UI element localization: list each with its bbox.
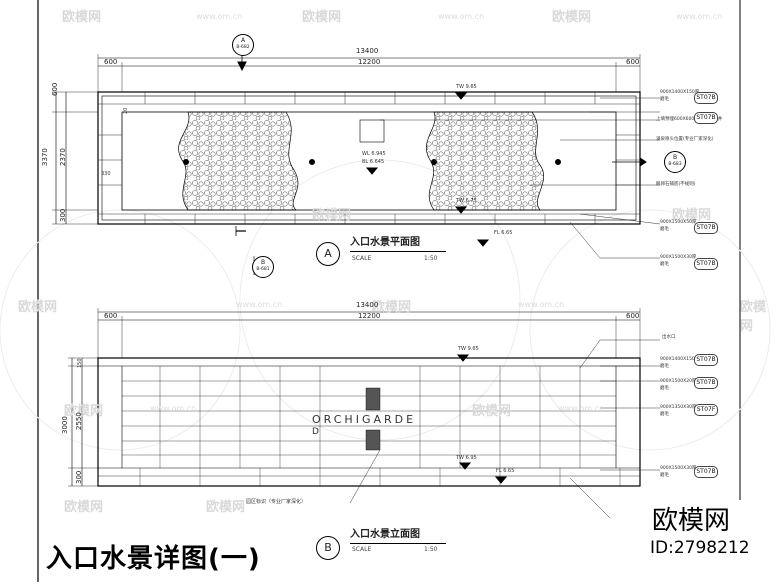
elev-dim-left: 600 bbox=[104, 312, 118, 320]
brand-name: 欧模网 bbox=[652, 506, 731, 536]
elev-view-title: 入口水景立面图 bbox=[350, 529, 420, 540]
plan-dim-h-total: 3370 bbox=[41, 148, 49, 166]
plan-note: 900X1500X50厚 bbox=[660, 220, 697, 225]
section-mark: B B-683 bbox=[664, 151, 686, 173]
material-tag: ST07B bbox=[694, 222, 718, 234]
pebble-zone-right bbox=[426, 111, 545, 211]
plan-dim-h-top: 600 bbox=[51, 82, 59, 96]
elev-note: 出水口 bbox=[662, 335, 676, 340]
elev-note: 磨毛 bbox=[660, 386, 669, 391]
plan-view-marker: A bbox=[316, 242, 340, 266]
material-tag: ST07B bbox=[694, 112, 718, 124]
section-mark: A B-682 bbox=[232, 34, 254, 56]
plan-dim-inner: 12200 bbox=[358, 58, 381, 66]
watermark-text: 欧模网 bbox=[62, 10, 102, 25]
watermark-url: www.om.cn bbox=[518, 300, 565, 309]
plan-scale-label: SCALE bbox=[352, 255, 372, 262]
watermark-text: 欧模网 bbox=[312, 208, 352, 223]
plan-level-bl: BL 6.645 bbox=[362, 159, 385, 165]
elev-note: 磨毛 bbox=[660, 473, 669, 478]
plan-title-underline bbox=[350, 251, 446, 252]
plan-note: 900X1400X150厚 bbox=[660, 90, 700, 95]
elev-dim-total: 13400 bbox=[356, 301, 379, 309]
signage-text: ORCHIGARDE bbox=[312, 413, 417, 426]
watermark-text: 欧模网 bbox=[302, 10, 342, 25]
plan-note: 900X1500X30厚 bbox=[660, 255, 697, 260]
plan-dim-h-mid: 2370 bbox=[59, 148, 67, 166]
material-tag: ST07B bbox=[694, 258, 718, 270]
watermark-text: 欧模网 bbox=[206, 500, 246, 515]
elev-note: 900X1350X30厚 bbox=[660, 405, 697, 410]
material-tag: ST07B bbox=[694, 377, 718, 389]
plan-dim-right: 600 bbox=[626, 58, 640, 66]
elev-dim-inner: 12200 bbox=[358, 312, 381, 320]
material-tag: ST07B bbox=[694, 466, 718, 478]
plan-level-wl: WL 6.945 bbox=[362, 151, 386, 157]
watermark-url: www.om.cn bbox=[196, 12, 243, 21]
material-tag: ST07F bbox=[694, 404, 718, 416]
plan-level-tw-top: TW 9.65 bbox=[456, 84, 477, 90]
plan-scale-value: 1:50 bbox=[424, 255, 438, 262]
signage-note: 园区标识（专业厂家深化） bbox=[246, 499, 307, 505]
elev-level-fl: FL 6.65 bbox=[496, 468, 515, 474]
elev-note: 900X1400X150厚 bbox=[660, 357, 700, 362]
elev-note: 磨毛 bbox=[660, 412, 669, 417]
elev-view-marker: B bbox=[316, 536, 340, 560]
material-tag: ST07B bbox=[694, 354, 718, 366]
elev-dim-h-top: 150 bbox=[77, 358, 83, 368]
watermark-text: 欧模网 bbox=[472, 404, 512, 419]
elev-note: 900X1500X20厚 bbox=[660, 379, 697, 384]
watermark-text: 欧模网 bbox=[64, 404, 104, 419]
plan-note: 磨毛 bbox=[660, 97, 669, 102]
plan-dim-h-bottom: 300 bbox=[59, 208, 67, 222]
section-mark: B B-681 bbox=[252, 256, 274, 278]
plan-note: 鹅卵石铺底(不规则) bbox=[656, 182, 696, 187]
plan-note: 涌泉喷头位置(专业厂家深化) bbox=[656, 137, 714, 142]
plan-note: 磨毛 bbox=[660, 227, 669, 232]
plan-dim-small-b: 330 bbox=[101, 171, 111, 177]
elev-scale-label: SCALE bbox=[352, 546, 372, 553]
elev-note: 900X1500X30厚 bbox=[660, 466, 697, 471]
watermark-text: 欧模网 bbox=[372, 300, 412, 315]
plan-level-tw-bottom: TW 6.75 bbox=[456, 198, 477, 204]
plan-dim-left: 600 bbox=[104, 58, 118, 66]
plan-dim-small-a: 20 bbox=[123, 107, 129, 114]
plan-dim-total: 13400 bbox=[356, 47, 379, 55]
watermark-url: www.om.cn bbox=[676, 12, 723, 21]
elev-level-tw-top: TW 9.65 bbox=[458, 346, 479, 352]
brand-id: ID:2798212 bbox=[650, 538, 750, 558]
watermark-url: www.om.cn bbox=[236, 300, 283, 309]
watermark-text: 欧模网 bbox=[672, 208, 712, 223]
watermark-text: 欧模网 bbox=[18, 300, 58, 315]
elev-title-underline bbox=[350, 543, 446, 544]
watermark-url: www.om.cn bbox=[150, 404, 197, 413]
pebble-zone-left bbox=[178, 111, 299, 211]
watermark-text: 欧模网 bbox=[64, 500, 104, 515]
elev-note: 磨毛 bbox=[660, 364, 669, 369]
material-tag: ST07B bbox=[694, 92, 718, 104]
elev-dim-right: 600 bbox=[626, 312, 640, 320]
plan-view-title: 入口水景平面图 bbox=[350, 237, 420, 248]
plan-note: 上填预埋600X600X1600设备井 bbox=[656, 117, 723, 122]
watermark-url: www.om.cn bbox=[438, 12, 485, 21]
plan-view bbox=[52, 35, 661, 275]
signage-text-d: D bbox=[312, 427, 319, 437]
elev-dim-h-total: 3000 bbox=[61, 416, 69, 434]
elev-level-tw-bottom: TW 6.95 bbox=[456, 455, 477, 461]
plan-level-fl: FL 6.65 bbox=[494, 230, 513, 236]
watermark-text: 欧模网 bbox=[740, 300, 767, 334]
elev-dim-h-mid: 2550 bbox=[75, 412, 83, 430]
plan-note: 磨毛 bbox=[660, 262, 669, 267]
elev-scale-value: 1:50 bbox=[424, 546, 438, 553]
elevation-view bbox=[68, 308, 660, 519]
sheet-title: 入口水景详图(一) bbox=[46, 544, 261, 574]
watermark-url: www.om.cn bbox=[558, 404, 605, 413]
watermark-text: 欧模网 bbox=[552, 10, 592, 25]
elev-dim-h-bottom: 300 bbox=[75, 470, 83, 484]
